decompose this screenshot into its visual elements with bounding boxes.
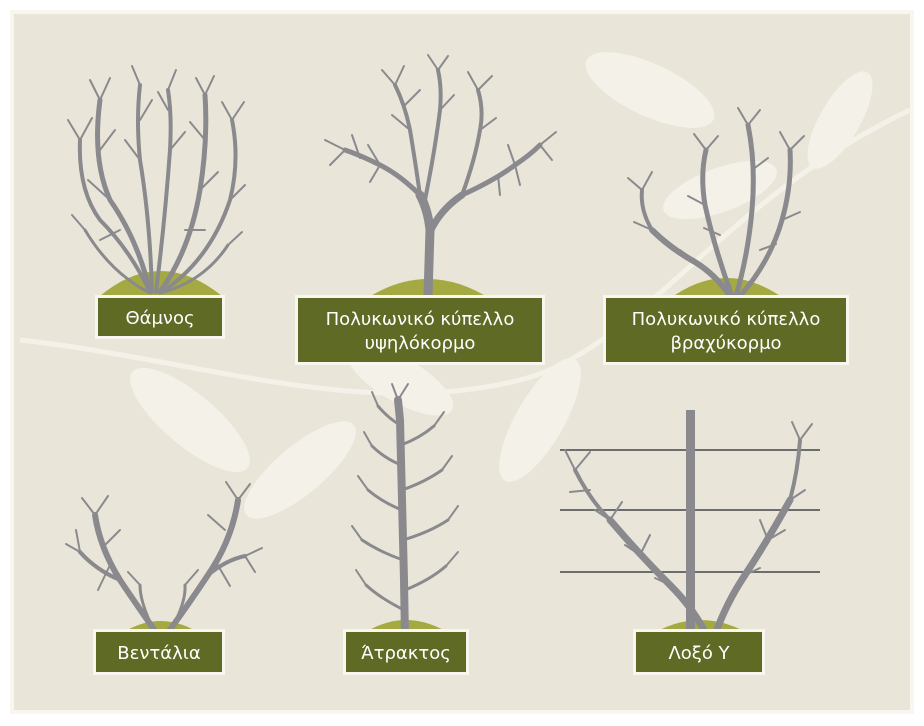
- label-text: βραχύκορμο: [670, 333, 781, 354]
- label-text: Βεντάλια: [117, 643, 200, 664]
- label-cup-low: Πολυκωνικό κύπελλο βραχύκορμο: [603, 295, 849, 365]
- label-text: Θάμνος: [125, 308, 194, 329]
- label-text: Λοξό Υ: [668, 643, 730, 664]
- label-fan: Βεντάλια: [93, 629, 225, 675]
- label-text: υψηλόκορμο: [365, 333, 476, 354]
- label-cup-high: Πολυκωνικό κύπελλο υψηλόκορμο: [295, 295, 545, 365]
- label-text: Άτρακτος: [361, 643, 451, 664]
- label-oblique-y: Λοξό Υ: [633, 629, 765, 675]
- label-text: Πολυκωνικό κύπελλο: [326, 309, 515, 330]
- label-thamnos: Θάμνος: [95, 295, 225, 339]
- label-text: Πολυκωνικό κύπελλο: [632, 309, 821, 330]
- label-spindle: Άτρακτος: [343, 629, 469, 675]
